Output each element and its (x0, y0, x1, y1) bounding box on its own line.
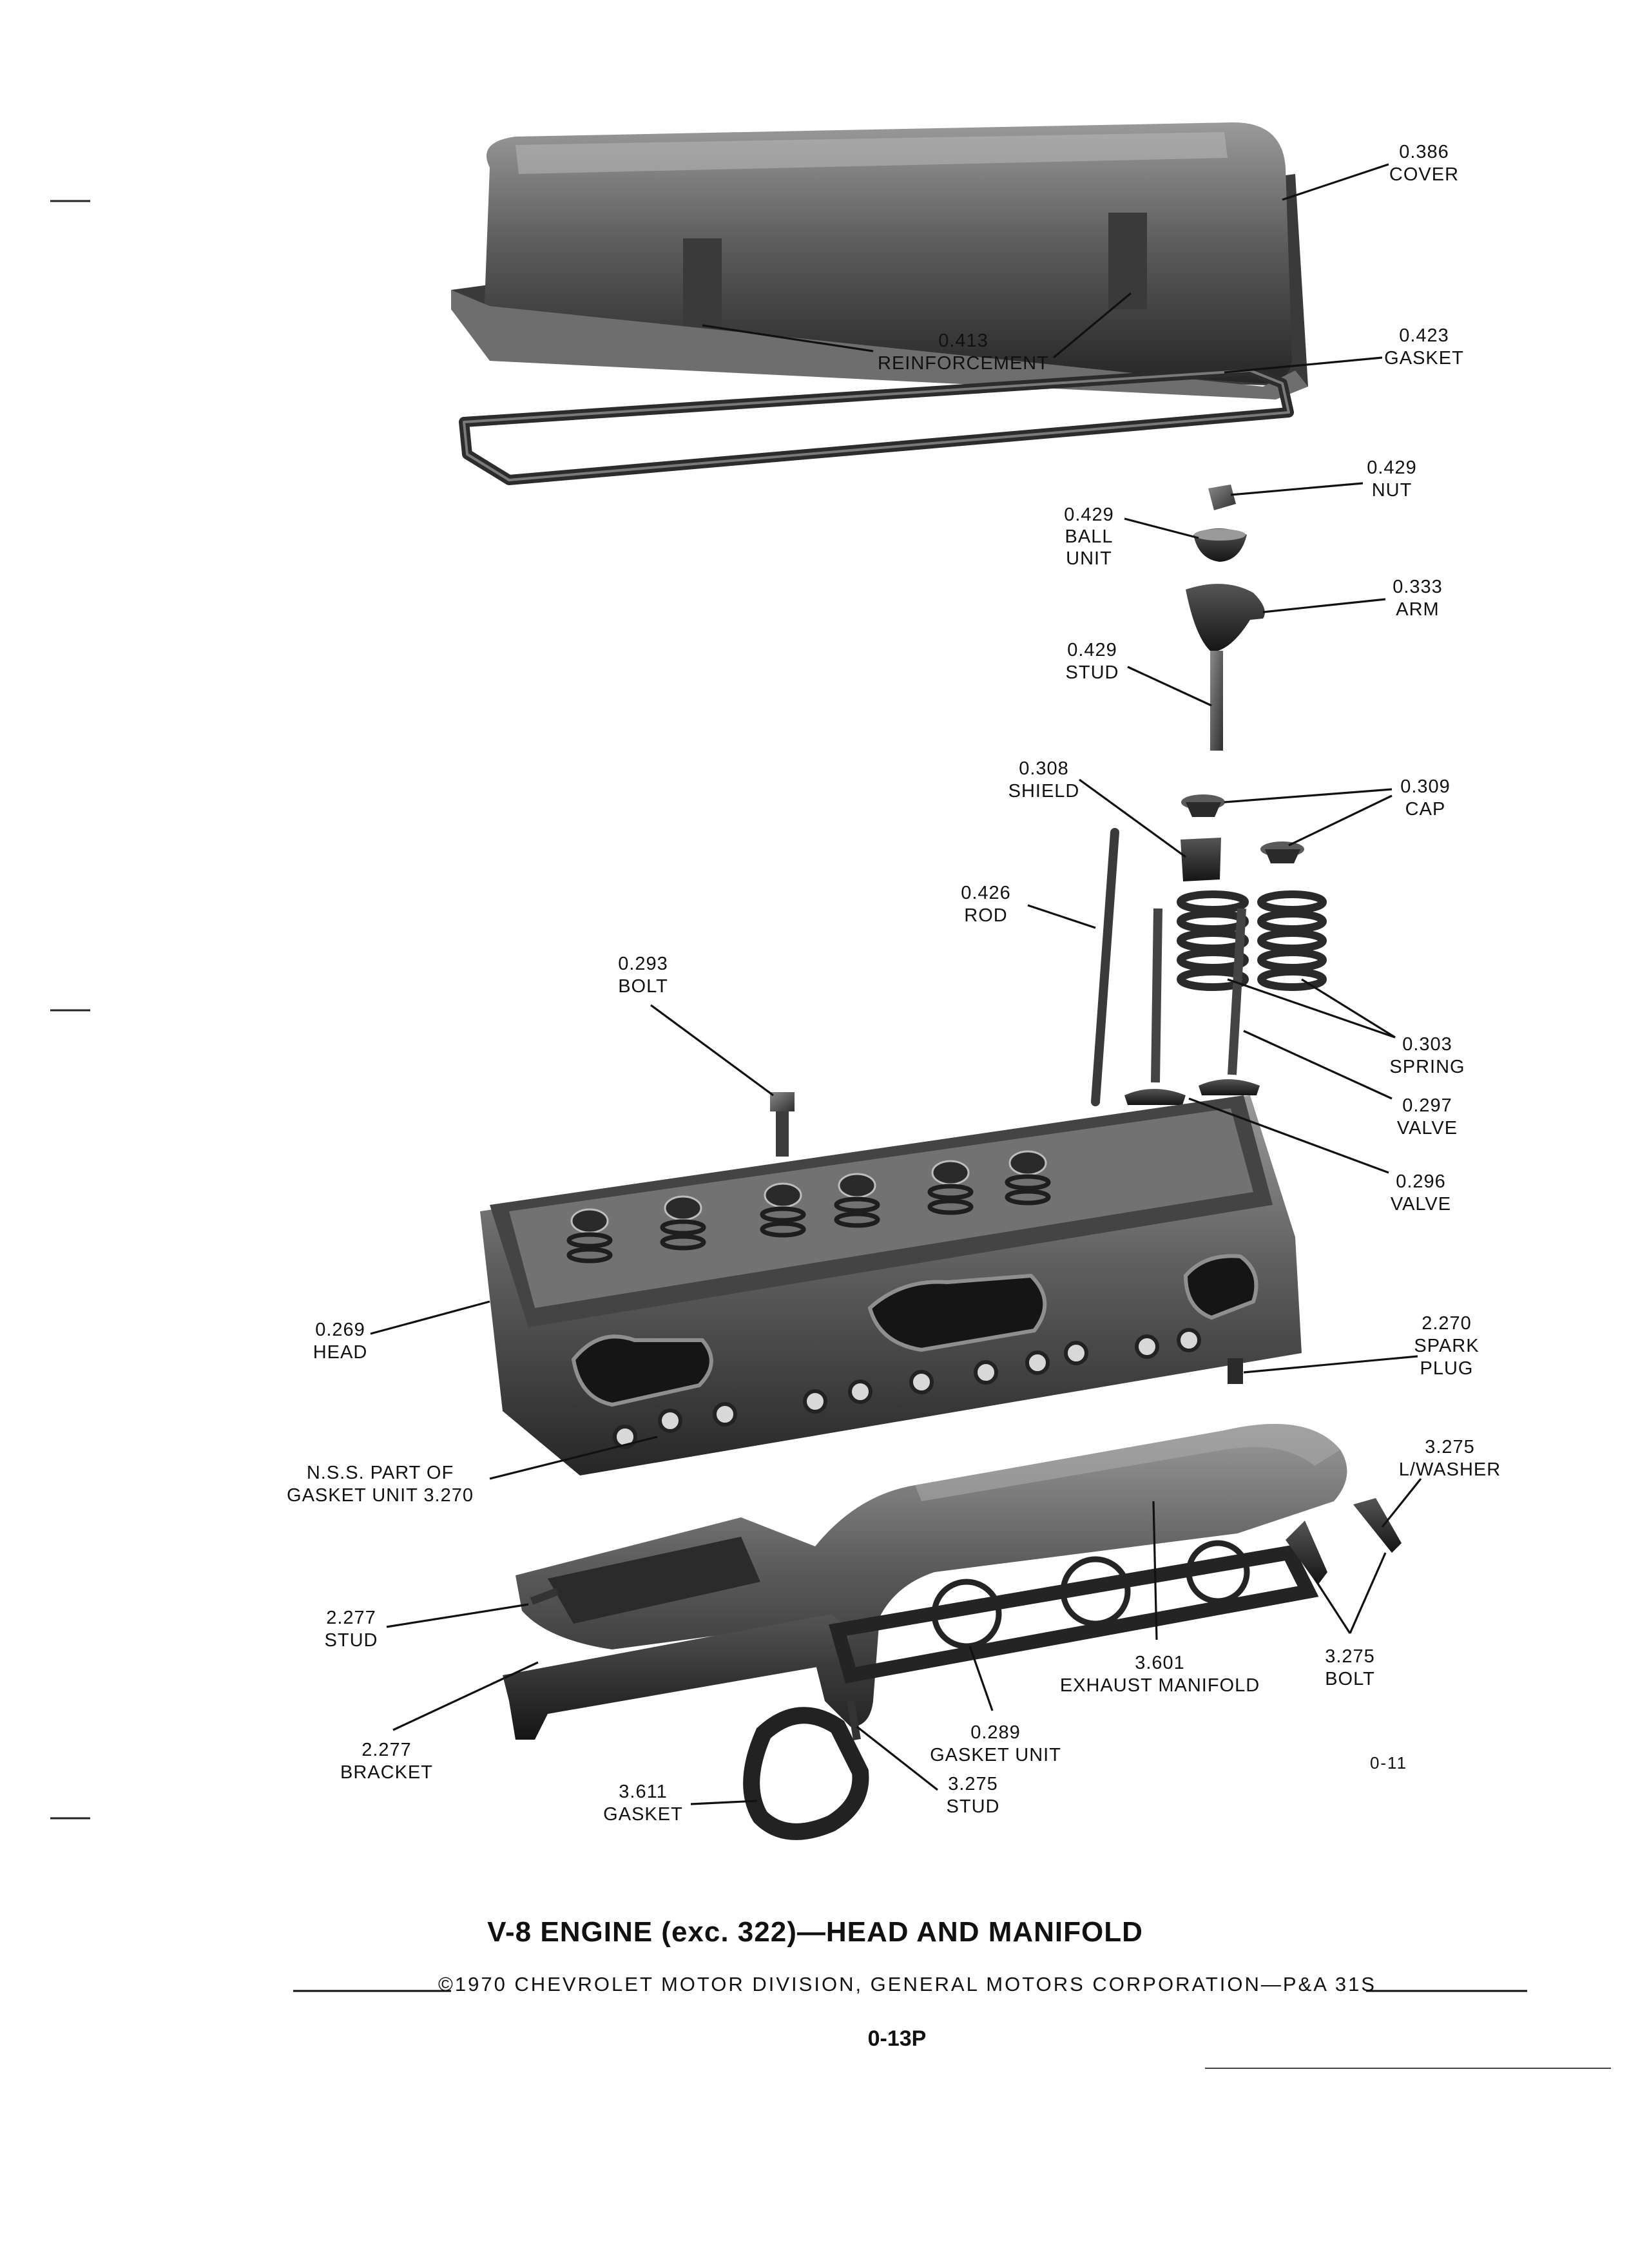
callout-code: 0.293 (618, 954, 668, 974)
callout-cover: 0.386 COVER (1389, 142, 1459, 185)
callout-line-2: GASKET UNIT 3.270 (287, 1485, 474, 1506)
callout-name: GASKET UNIT (930, 1745, 1061, 1765)
rocker-cover-image (451, 122, 1308, 399)
callout-name: REINFORCEMENT (878, 353, 1049, 374)
callout-name: GASKET (603, 1804, 683, 1825)
callout-reinforcement: 0.413 REINFORCEMENT (878, 331, 1049, 374)
callout-arm: 0.333 ARM (1393, 577, 1443, 620)
callout-gasket-unit: 0.289 GASKET UNIT (930, 1722, 1061, 1765)
callout-nss-gasket: N.S.S. PART OF GASKET UNIT 3.270 (287, 1463, 474, 1506)
callout-code: 0.309 (1400, 776, 1451, 797)
callout-manifold-stud: 2.277 STUD (325, 1608, 378, 1651)
callout-name: COVER (1389, 164, 1459, 185)
callout-intake-valve: 0.296 VALVE (1391, 1171, 1451, 1215)
page-number: 0-13P (868, 2026, 927, 2051)
figure-id: 0-11 (1370, 1753, 1407, 1773)
callout-code: 3.275 (1325, 1646, 1375, 1667)
callout-spark-plug: 2.270 SPARK PLUG (1414, 1313, 1479, 1379)
callout-head-bolt: 0.293 BOLT (618, 954, 668, 997)
callout-name: VALVE (1397, 1118, 1458, 1139)
leader-lines (370, 163, 1422, 1805)
callout-ball-unit: 0.429 BALL UNIT (1064, 505, 1114, 569)
callout-name-2: UNIT (1066, 548, 1112, 569)
callout-nut: 0.429 NUT (1367, 457, 1417, 501)
callout-code: 0.269 (315, 1320, 365, 1340)
callout-name: STUD (325, 1630, 378, 1651)
callout-name: SPARK (1414, 1336, 1479, 1356)
callout-name: BALL (1065, 526, 1113, 547)
callout-flange-stud: 3.275 STUD (947, 1774, 1000, 1817)
callout-name: STUD (947, 1796, 1000, 1817)
callout-manifold-bolt: 3.275 BOLT (1325, 1646, 1375, 1689)
callout-spring: 0.303 SPRING (1389, 1034, 1465, 1077)
callout-code: 0.333 (1393, 577, 1443, 597)
callout-name: EXHAUST MANIFOLD (1060, 1675, 1260, 1696)
callout-code: 3.611 (619, 1782, 667, 1802)
callout-name: BRACKET (340, 1762, 433, 1783)
callout-code: 3.275 (1425, 1437, 1475, 1457)
exhaust-manifold-image (503, 1424, 1402, 1840)
callout-code: 0.426 (961, 883, 1011, 903)
callout-name: SPRING (1389, 1057, 1465, 1077)
copyright-line: ©1970 CHEVROLET MOTOR DIVISION, GENERAL … (438, 1973, 1376, 1995)
callout-name: SHIELD (1008, 781, 1080, 802)
callout-cap: 0.309 CAP (1400, 776, 1451, 820)
callout-head: 0.269 HEAD (313, 1320, 368, 1363)
callout-code: 0.297 (1402, 1095, 1452, 1116)
callout-code: 0.429 (1064, 505, 1114, 525)
callout-rocker-stud: 0.429 STUD (1066, 640, 1119, 683)
callout-code: 0.303 (1402, 1034, 1452, 1055)
callout-code: 0.386 (1399, 142, 1449, 162)
callout-exhaust-manifold: 3.601 EXHAUST MANIFOLD (1060, 1653, 1260, 1696)
callout-code: 0.289 (970, 1722, 1021, 1743)
callout-bracket: 2.277 BRACKET (340, 1740, 433, 1783)
callout-code: 0.413 (938, 331, 988, 351)
callout-name: NUT (1372, 480, 1412, 501)
callout-rod: 0.426 ROD (961, 883, 1011, 926)
callout-code: 3.275 (948, 1774, 998, 1794)
callout-line-1: N.S.S. PART OF (307, 1463, 454, 1483)
callout-name: HEAD (313, 1342, 368, 1363)
page-title: V-8 ENGINE (exc. 322)—HEAD AND MANIFOLD (487, 1916, 1143, 1948)
callout-name-2: PLUG (1420, 1358, 1474, 1379)
callout-name: ARM (1396, 599, 1439, 620)
callout-shield: 0.308 SHIELD (1008, 758, 1080, 802)
callout-name: GASKET (1384, 348, 1464, 369)
callout-code: 0.423 (1399, 325, 1449, 346)
callout-name: BOLT (618, 976, 668, 997)
cylinder-head-image (480, 1095, 1302, 1475)
callout-code: 0.429 (1067, 640, 1117, 660)
callout-code: 0.296 (1396, 1171, 1446, 1192)
callout-name: ROD (964, 905, 1007, 926)
callout-flange-gasket: 3.611 GASKET (603, 1782, 683, 1825)
callout-code: 3.601 (1135, 1653, 1185, 1673)
callout-code: 0.308 (1019, 758, 1069, 779)
callout-exhaust-valve: 0.297 VALVE (1397, 1095, 1458, 1139)
callout-code: 2.277 (361, 1740, 412, 1760)
callout-code: 2.277 (326, 1608, 376, 1628)
margin-marks (50, 200, 90, 1820)
callout-cover-gasket: 0.423 GASKET (1384, 325, 1464, 369)
rocker-parts-image (770, 485, 1327, 1157)
callout-name: STUD (1066, 662, 1119, 683)
callout-name: CAP (1405, 799, 1446, 820)
callout-code: 0.429 (1367, 457, 1417, 478)
callout-name: VALVE (1391, 1194, 1451, 1215)
callout-lock-washer: 3.275 L/WASHER (1399, 1437, 1501, 1480)
callout-name: L/WASHER (1399, 1459, 1501, 1480)
callout-code: 2.270 (1422, 1313, 1472, 1334)
callout-name: BOLT (1325, 1669, 1375, 1689)
